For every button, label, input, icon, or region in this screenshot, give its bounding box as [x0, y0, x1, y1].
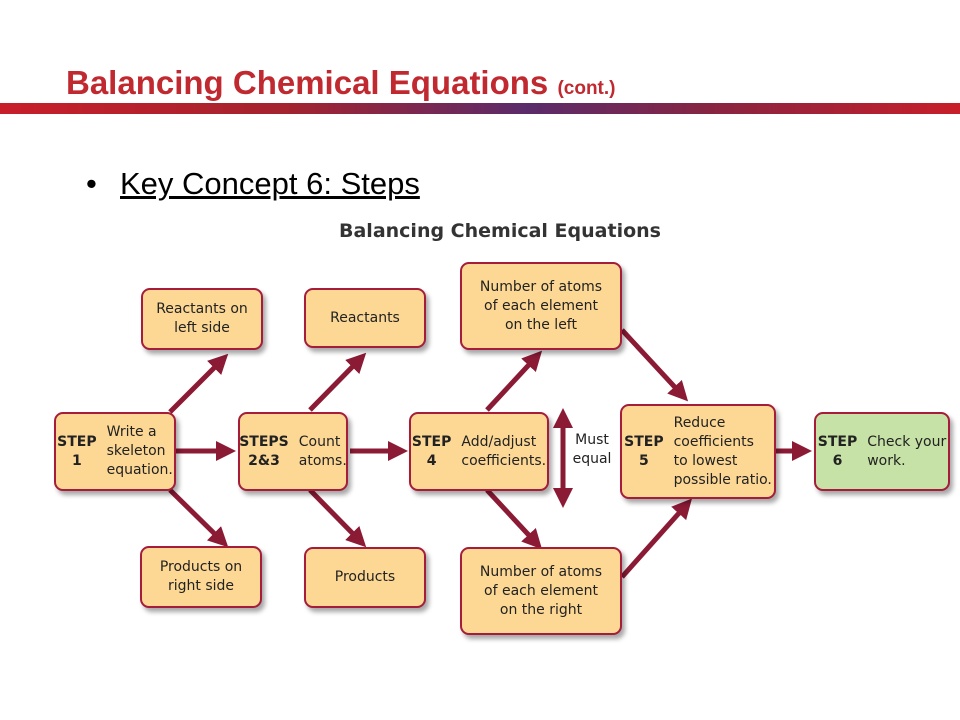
step23-text: Count atoms. [298, 433, 347, 469]
arrow-step1-to-reactants-left [168, 353, 229, 414]
products-right-box: Products on right side [140, 546, 262, 608]
step6-label: STEP 6 [817, 433, 858, 469]
step6-text: Check your work. [867, 433, 947, 469]
arrow-step23-to-products [308, 488, 367, 548]
step1-box: STEP 1 Write a skeleton equation. [54, 412, 176, 491]
bullet-item: • Key Concept 6: Steps [86, 166, 420, 202]
products-box: Products [304, 547, 426, 608]
step5-label: STEP 5 [624, 433, 664, 469]
bullet-dot-icon: • [86, 166, 97, 201]
arrow-atoms-left-to-step5 [620, 328, 689, 402]
arrow-step4-to-atoms-left [485, 350, 543, 412]
arrow-step1-to-products-right [168, 488, 229, 548]
step4-box: STEP 4 Add/adjust coefficients. [409, 412, 549, 491]
atoms-left-box: Number of atoms of each element on the l… [460, 262, 622, 350]
step5-text: Reduce coefficients to lowest possible r… [673, 414, 772, 488]
slide-title-suffix: (cont.) [557, 78, 616, 99]
reactants-box: Reactants [304, 288, 426, 348]
step5-box: STEP 5 Reduce coefficients to lowest pos… [620, 404, 776, 499]
atoms-right-box: Number of atoms of each element on the r… [460, 547, 622, 635]
arrow-atoms-right-to-step5 [620, 498, 692, 579]
arrow-step4-to-atoms-right [485, 488, 543, 550]
diagram-title: Balancing Chemical Equations [339, 220, 661, 242]
reactants-left-box: Reactants on left side [141, 288, 263, 350]
slide-title-text: Balancing Chemical Equations [66, 64, 549, 101]
step4-text: Add/adjust coefficients. [461, 433, 547, 469]
must-equal-label: Must equal [572, 432, 612, 467]
step23-label: STEPS 2&3 [239, 433, 289, 469]
step6-box: STEP 6 Check your work. [814, 412, 950, 491]
slide-title: Balancing Chemical Equations (cont.) [66, 64, 616, 102]
arrow-step23-to-reactants [308, 352, 367, 412]
title-divider [0, 103, 960, 114]
step23-box: STEPS 2&3 Count atoms. [238, 412, 348, 491]
step1-label: STEP 1 [57, 433, 97, 469]
step4-label: STEP 4 [411, 433, 452, 469]
bullet-text: Key Concept 6: Steps [120, 166, 420, 201]
step1-text: Write a skeleton equation. [106, 424, 173, 478]
